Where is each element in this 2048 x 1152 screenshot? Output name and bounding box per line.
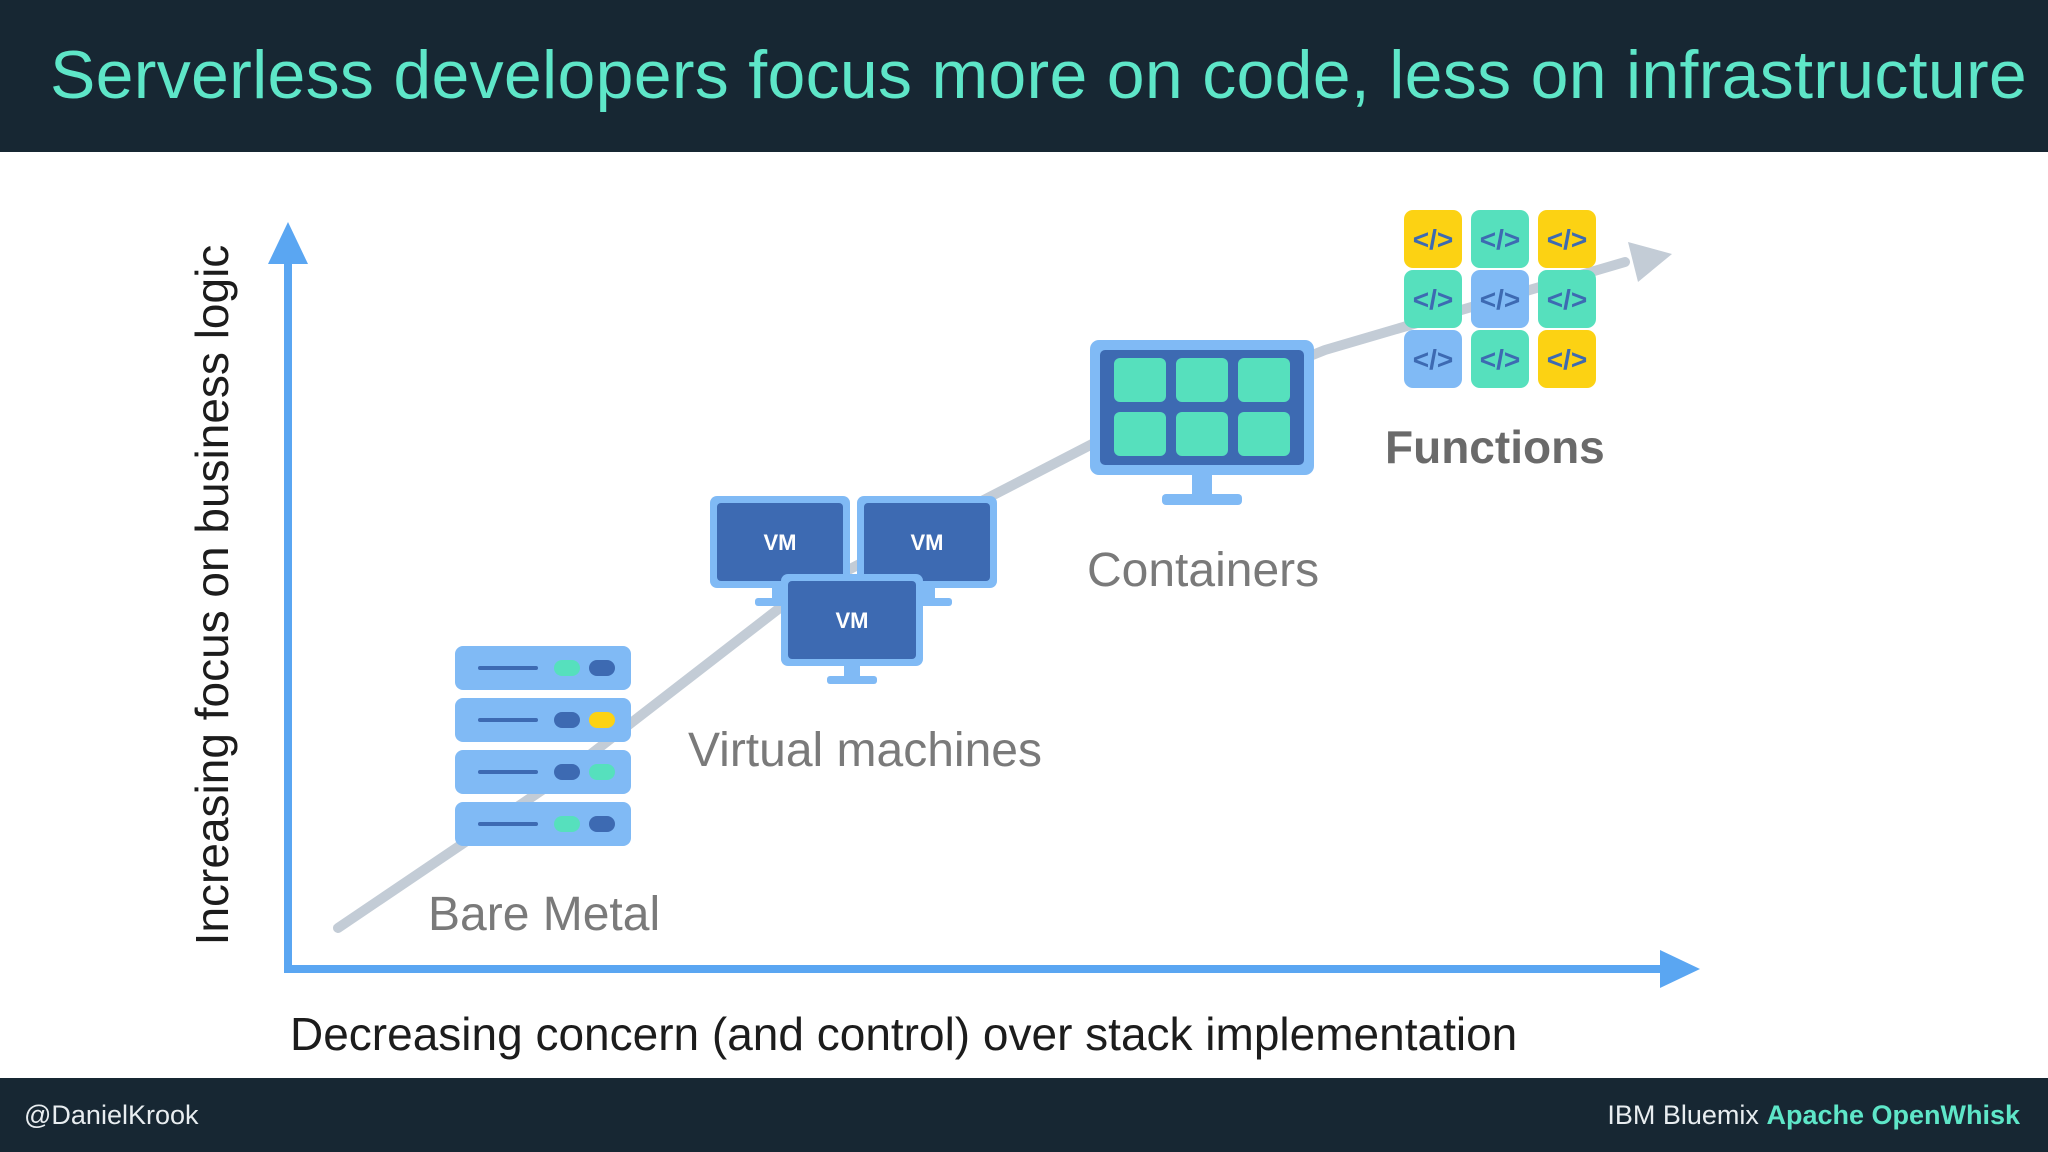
- code-glyph: </>: [1480, 284, 1520, 315]
- vm-monitor-left: VM: [710, 496, 850, 606]
- author-handle: @DanielKrook: [24, 1100, 199, 1130]
- code-glyph: </>: [1547, 224, 1587, 255]
- code-tile-icon: </>: [1538, 330, 1596, 388]
- brand-accent: Apache OpenWhisk: [1766, 1100, 2020, 1130]
- stage-label-virtual-machines: Virtual machines: [688, 724, 1042, 777]
- code-tile-icon: </>: [1404, 330, 1462, 388]
- footer-bar: @DanielKrook IBM Bluemix Apache OpenWhis…: [0, 1078, 2048, 1152]
- code-tile-icon: </>: [1404, 270, 1462, 328]
- x-axis-label: Decreasing concern (and control) over st…: [290, 1008, 1517, 1060]
- code-glyph: </>: [1480, 224, 1520, 255]
- y-axis-arrowhead: [268, 222, 308, 264]
- brand-text: IBM Bluemix Apache OpenWhisk: [1607, 1100, 2020, 1131]
- code-glyph: </>: [1413, 224, 1453, 255]
- code-functions-grid-icon: </> </> </> </> </> </> </> </> </>: [1404, 210, 1596, 388]
- vm-monitor-center: VM: [781, 574, 923, 684]
- code-glyph: </>: [1413, 344, 1453, 375]
- x-axis-arrowhead: [1660, 950, 1700, 988]
- vm-monitor-right: VM: [857, 496, 997, 606]
- code-glyph: </>: [1547, 284, 1587, 315]
- container-monitor-icon: [1090, 340, 1314, 505]
- slide-title: Serverless developers focus more on code…: [50, 37, 2028, 113]
- code-glyph: </>: [1480, 344, 1520, 375]
- code-tile-icon: </>: [1538, 270, 1596, 328]
- vm-label: VM: [911, 530, 944, 555]
- stage-label-bare-metal: Bare Metal: [428, 888, 660, 941]
- code-tile-icon: </>: [1471, 210, 1529, 268]
- stage-label-containers: Containers: [1087, 544, 1319, 597]
- server-rack-icon: [455, 646, 631, 846]
- stage-label-functions: Functions: [1385, 421, 1605, 473]
- vm-label: VM: [836, 608, 869, 633]
- code-tile-icon: </>: [1471, 270, 1529, 328]
- code-glyph: </>: [1413, 284, 1453, 315]
- vm-monitors-icon: VM VM VM: [710, 496, 997, 684]
- code-glyph: </>: [1547, 344, 1587, 375]
- title-bar: Serverless developers focus more on code…: [0, 0, 2048, 152]
- code-tile-icon: </>: [1471, 330, 1529, 388]
- y-axis-label: Increasing focus on business logic: [186, 245, 238, 946]
- vm-label: VM: [764, 530, 797, 555]
- axes: [268, 222, 1700, 988]
- code-tile-icon: </>: [1404, 210, 1462, 268]
- brand-prefix: IBM Bluemix: [1607, 1100, 1759, 1130]
- code-tile-icon: </>: [1538, 210, 1596, 268]
